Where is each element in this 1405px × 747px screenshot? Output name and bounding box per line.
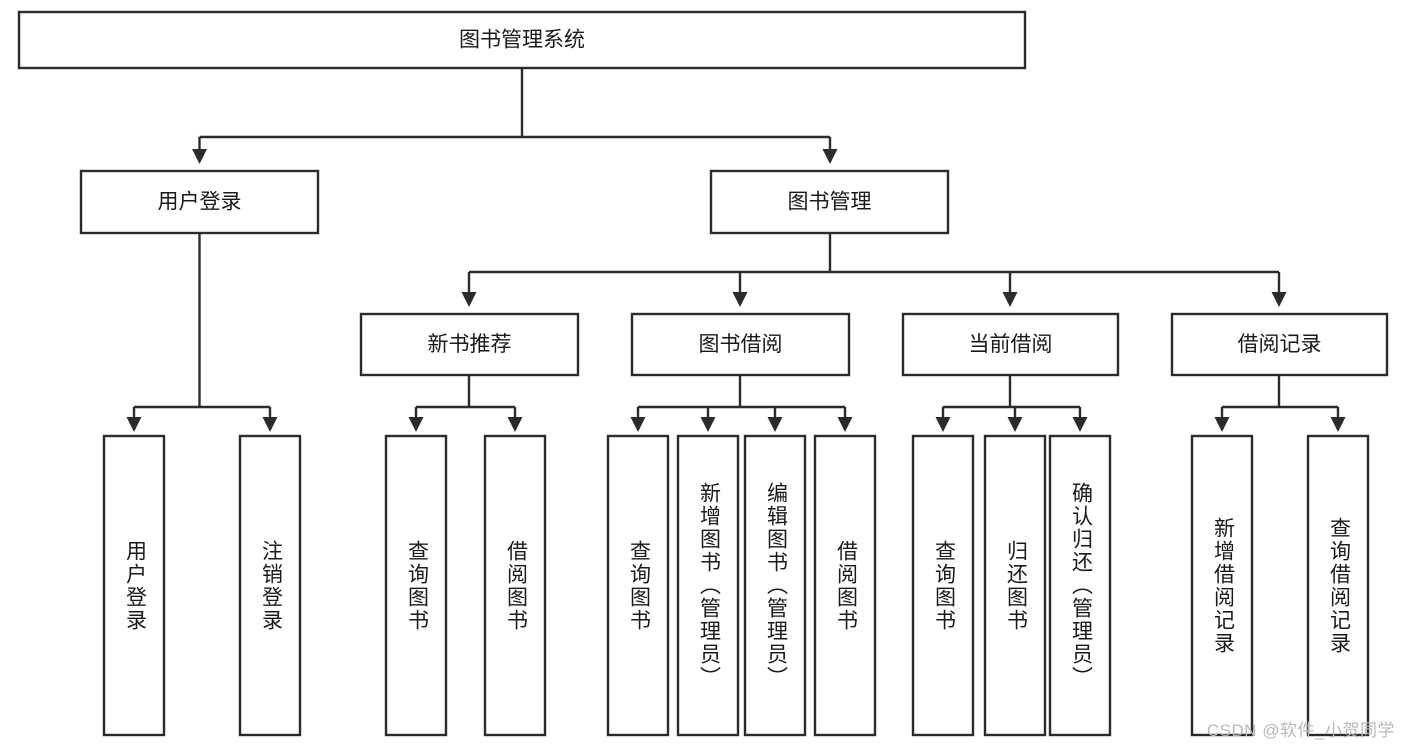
arrow-book-mgmt (822, 149, 838, 164)
node-boxes-layer (17, 10, 1389, 737)
node-box-leaf-add-book[interactable] (676, 434, 740, 737)
node-box-current-borrow[interactable] (901, 312, 1120, 377)
arrow-user-login (192, 149, 207, 164)
node-box-new-book-recommend[interactable] (359, 312, 580, 377)
arrow-c4 (1271, 292, 1287, 307)
node-label-new-book-recommend: 新书推荐 (428, 333, 512, 356)
arrow-leaf-user-login (126, 417, 142, 432)
node-box-leaf-logout[interactable] (238, 434, 302, 737)
node-label-user-login: 用户登录 (158, 191, 242, 214)
node-box-leaf-query-book-1[interactable] (384, 434, 448, 737)
csdn-watermark: CSDN @软件_小贺同学 (1206, 721, 1395, 740)
arrow-leaf-add-book (700, 417, 716, 432)
node-label-current-borrow: 当前借阅 (969, 333, 1053, 356)
node-box-leaf-add-record[interactable] (1190, 434, 1254, 737)
arrow-leaf-add-record (1214, 417, 1230, 432)
node-box-borrow-record[interactable] (1170, 312, 1389, 377)
node-box-book-borrow[interactable] (630, 312, 851, 377)
arrow-c3 (1002, 292, 1018, 307)
node-box-leaf-edit-book[interactable] (743, 434, 807, 737)
arrow-heads-layer (126, 149, 1346, 432)
arrow-c1 (461, 292, 477, 307)
node-box-book-management[interactable] (709, 169, 950, 235)
node-label-book-borrow: 图书借阅 (699, 333, 783, 356)
arrow-leaf-borrow-book-1 (507, 417, 523, 432)
node-box-leaf-query-record[interactable] (1306, 434, 1370, 737)
node-box-leaf-confirm-return[interactable] (1048, 434, 1112, 737)
node-label-book-management: 图书管理 (788, 191, 872, 214)
node-box-leaf-user-login[interactable] (102, 434, 166, 737)
node-box-leaf-borrow-book-2[interactable] (813, 434, 877, 737)
node-box-user-login[interactable] (79, 169, 320, 235)
node-box-leaf-borrow-book-1[interactable] (483, 434, 547, 737)
arrow-leaf-return-book (1007, 417, 1023, 432)
arrow-leaf-query-record (1330, 417, 1346, 432)
node-label-root: 图书管理系统 (459, 29, 585, 52)
node-box-root[interactable] (17, 10, 1027, 70)
node-label-borrow-record: 借阅记录 (1238, 333, 1322, 356)
node-box-leaf-query-book-3[interactable] (911, 434, 975, 737)
arrow-c2 (732, 292, 748, 307)
arrow-leaf-query-book-2 (630, 417, 646, 432)
arrow-leaf-logout (262, 417, 278, 432)
arrow-leaf-confirm-return (1072, 417, 1088, 432)
arrow-leaf-borrow-book-2 (837, 417, 853, 432)
node-box-leaf-query-book-2[interactable] (606, 434, 670, 737)
node-box-leaf-return-book[interactable] (983, 434, 1047, 737)
arrow-leaf-query-book-3 (935, 417, 951, 432)
arrow-leaf-edit-book (767, 417, 783, 432)
arrow-leaf-query-book-1 (408, 417, 424, 432)
